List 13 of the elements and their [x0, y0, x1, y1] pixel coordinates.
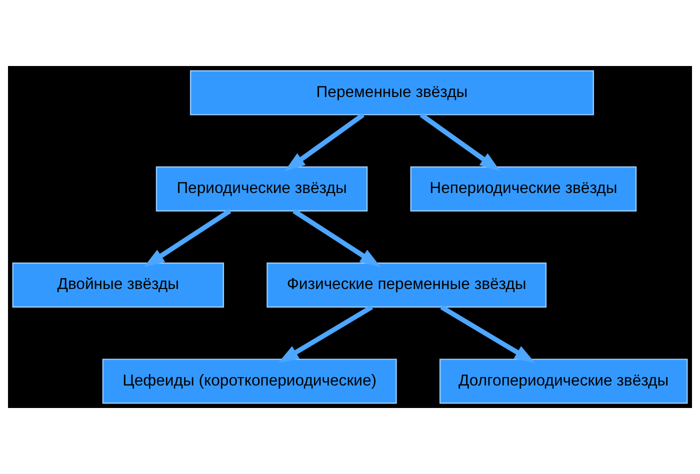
arrow [284, 112, 364, 172]
node-box: Переменные звёзды [190, 70, 594, 116]
node-box: Цефеиды (короткопериодические) [102, 358, 397, 404]
node-box: Физические переменные звёзды [266, 262, 547, 308]
node-box: Непериодические звёзды [410, 166, 637, 212]
node-box: Периодические звёзды [156, 166, 368, 212]
arrow [440, 305, 536, 364]
node-box: Долгопериодические звёзды [439, 358, 688, 404]
arrow [292, 208, 381, 268]
arrow [278, 305, 373, 364]
node-box: Двойные звёзды [12, 262, 224, 308]
arrow [420, 112, 500, 172]
arrow [144, 208, 232, 268]
